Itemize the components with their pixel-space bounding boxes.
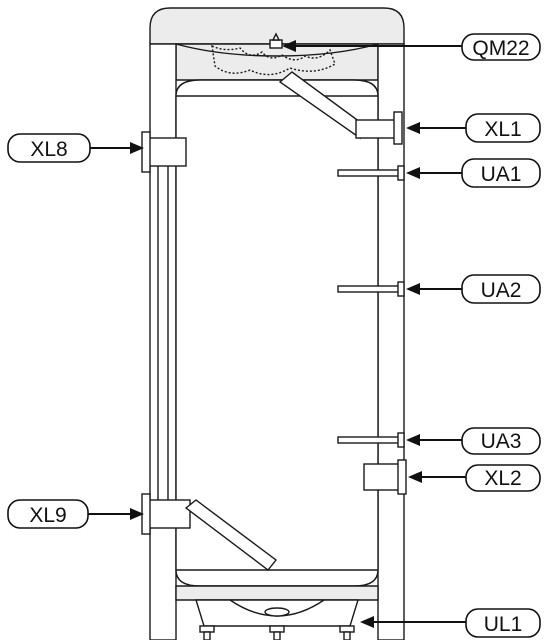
feet-ul1 [199,625,355,640]
connection-xl8-fitting [141,131,187,173]
callout-xl8: XL8 [7,133,144,163]
sensor-ua2-fitting [337,281,405,297]
valve-qm22-fitting [269,32,283,49]
callout-ua1: UA1 [406,158,541,188]
label-ul1: UL1 [484,613,523,636]
label-xl9: XL9 [29,504,66,527]
tank-base [175,585,379,601]
callout-xl1: XL1 [406,113,541,143]
callout-xl9: XL9 [7,499,144,529]
label-xl8: XL8 [30,138,67,161]
frame-left-post [149,43,177,640]
lower-diagonal-pipe [184,499,277,571]
label-ua3: UA3 [481,430,522,453]
sensor-ua1-fitting [337,165,405,181]
label-ua1: UA1 [481,163,522,186]
label-xl1: XL1 [484,118,521,141]
callout-ul1: UL1 [360,608,541,638]
label-ua2: UA2 [481,279,522,302]
connection-xl2-fitting [363,459,407,495]
callout-qm22: QM22 [282,33,541,61]
connection-xl9-fitting [141,493,191,535]
sensor-ua3-fitting [337,432,405,448]
top-insulation-sketch [211,44,336,76]
connection-xl1-fitting [355,111,403,145]
label-xl2: XL2 [484,467,521,490]
callout-xl2: XL2 [408,464,541,492]
tank-illustration [141,7,407,640]
label-qm22: QM22 [472,37,529,60]
callout-ua3: UA3 [406,427,541,455]
callout-ua2: UA2 [406,274,541,304]
tank-top-cap [175,43,379,81]
tank-lid [149,7,405,45]
